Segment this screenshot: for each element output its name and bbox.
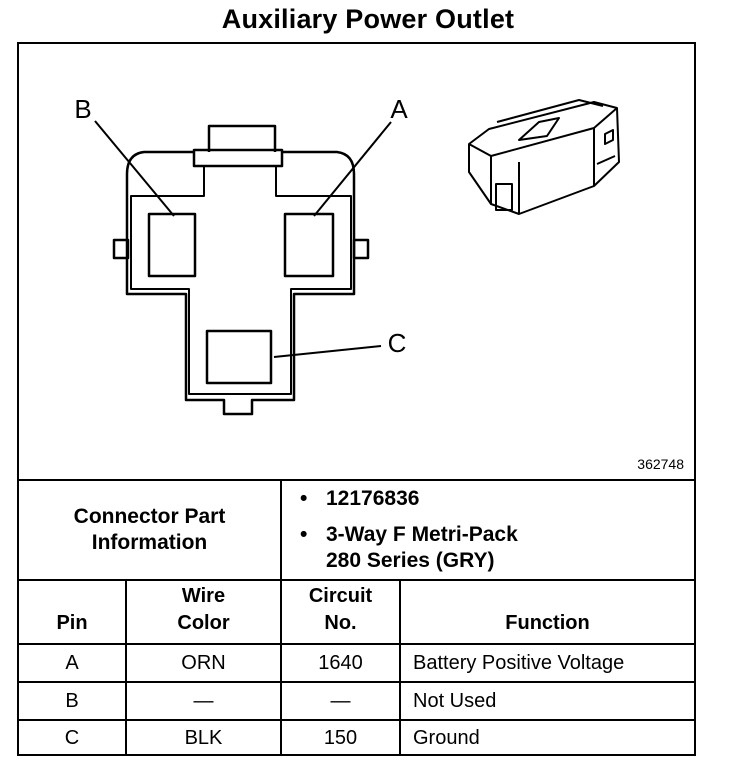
- cpi-label-line1: Connector Part: [73, 505, 226, 528]
- table-row-function: Not Used: [413, 689, 497, 712]
- divider-diagram: [19, 479, 694, 481]
- table-row-color: —: [193, 689, 214, 712]
- leader-a: [313, 121, 392, 217]
- leader-c: [273, 345, 382, 358]
- header-function: Function: [505, 612, 590, 634]
- side-tab-right: [352, 238, 370, 260]
- housing-outline: [125, 150, 356, 416]
- side-tab-left: [112, 238, 130, 260]
- table-row-function: Ground: [413, 727, 480, 749]
- table-row-function: Battery Positive Voltage: [413, 651, 625, 674]
- table-row-color: ORN: [181, 651, 226, 674]
- leader-b: [94, 120, 175, 217]
- bullet: •: [300, 487, 308, 510]
- divider-cpi: [280, 481, 282, 579]
- connector-sheet: B A C 362748 Connector Part Information …: [17, 42, 696, 756]
- connector-face-drawing: [94, 99, 620, 416]
- connector-part-info-list: • 12176836 • 3-Way F Metri-Pack 280 Seri…: [282, 481, 694, 579]
- pin-label-b: B: [74, 93, 92, 124]
- connector-diagram: B A C 362748: [19, 44, 694, 479]
- cavity-a: [283, 212, 335, 278]
- connector-isometric: [468, 99, 620, 215]
- latch-tab: [192, 148, 284, 168]
- pin-label-a: A: [390, 93, 408, 124]
- pin-label-c: C: [387, 327, 407, 358]
- table-row-circuit: 1640: [318, 651, 363, 674]
- table-row-pin: B: [65, 689, 79, 712]
- cpi-label-line2: Information: [91, 531, 208, 554]
- figure-number: 362748: [637, 456, 684, 472]
- table-row-pin: A: [65, 651, 79, 674]
- table-row-circuit: 150: [323, 727, 358, 749]
- cavity-c: [205, 329, 273, 385]
- table-row-circuit: —: [330, 689, 351, 712]
- cpi-item-part-number: • 12176836: [300, 487, 420, 510]
- latch-outline: [207, 124, 277, 152]
- page-title: Auxiliary Power Outlet: [221, 4, 515, 34]
- divider-cpi-table: [19, 579, 694, 581]
- cpi-item-series: 280 Series (GRY): [326, 549, 495, 572]
- table-row-pin: C: [64, 727, 80, 749]
- housing-inner: [130, 165, 352, 395]
- cpi-item-type: • 3-Way F Metri-Pack: [300, 523, 518, 546]
- table-row-color: BLK: [184, 727, 223, 749]
- connector-part-info-label: Connector Part Information: [19, 481, 280, 579]
- header-pin: Pin: [56, 612, 88, 634]
- bullet: •: [300, 523, 308, 546]
- cavity-b: [147, 212, 197, 278]
